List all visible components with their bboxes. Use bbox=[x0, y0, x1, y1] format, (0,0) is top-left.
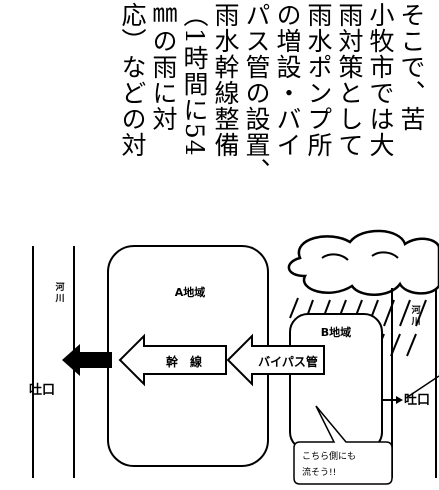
main-line-arrow bbox=[118, 333, 227, 387]
area-a-label: A地域 bbox=[175, 285, 206, 299]
article-column-4: 雨水ポンプ所 bbox=[304, 2, 333, 158]
river-right-label: 河川 bbox=[410, 304, 420, 327]
callout-bubble bbox=[293, 405, 393, 485]
river-left-label: 河川 bbox=[54, 281, 64, 304]
article-column-6: パス管の設置、 bbox=[242, 2, 271, 184]
callout-line-2: 流そう!! bbox=[302, 466, 336, 478]
area-b-label: B地域 bbox=[321, 325, 351, 339]
article-column-7: 雨水幹線整備 bbox=[211, 2, 240, 158]
article-column-1: そこで、苦 bbox=[397, 2, 426, 132]
rain-cloud-icon bbox=[287, 229, 439, 296]
outlet-right-label: 吐口 bbox=[404, 392, 430, 408]
article-vertical-text: そこで、苦 小牧市では大 雨対策として 雨水ポンプ所 の増設・バイ パス管の設置… bbox=[6, 2, 426, 227]
article-column-5: の増設・バイ bbox=[273, 2, 302, 158]
outflow-right-arrow bbox=[382, 396, 403, 404]
callout-line-1: こちら側にも bbox=[302, 450, 356, 462]
outflow-left-arrow bbox=[62, 344, 112, 376]
main-line-label: 幹 線 bbox=[166, 354, 202, 369]
drainage-diagram: 河川 吐口 河川 吐口 A地域 B地域 バイパス管 幹 線 こちら側にも 流そう… bbox=[29, 229, 439, 485]
bypass-arrow bbox=[226, 333, 325, 387]
article-column-2: 小牧市では大 bbox=[366, 2, 395, 158]
bypass-label: バイパス管 bbox=[258, 354, 318, 369]
article-column-9: ㎜の雨に対 bbox=[149, 2, 178, 132]
article-column-8: （1時間に54 bbox=[180, 2, 209, 157]
article-column-10: 応）などの対 bbox=[118, 2, 147, 158]
outlet-left-label: 吐口 bbox=[29, 382, 55, 398]
article-column-3: 雨対策として bbox=[335, 2, 364, 158]
